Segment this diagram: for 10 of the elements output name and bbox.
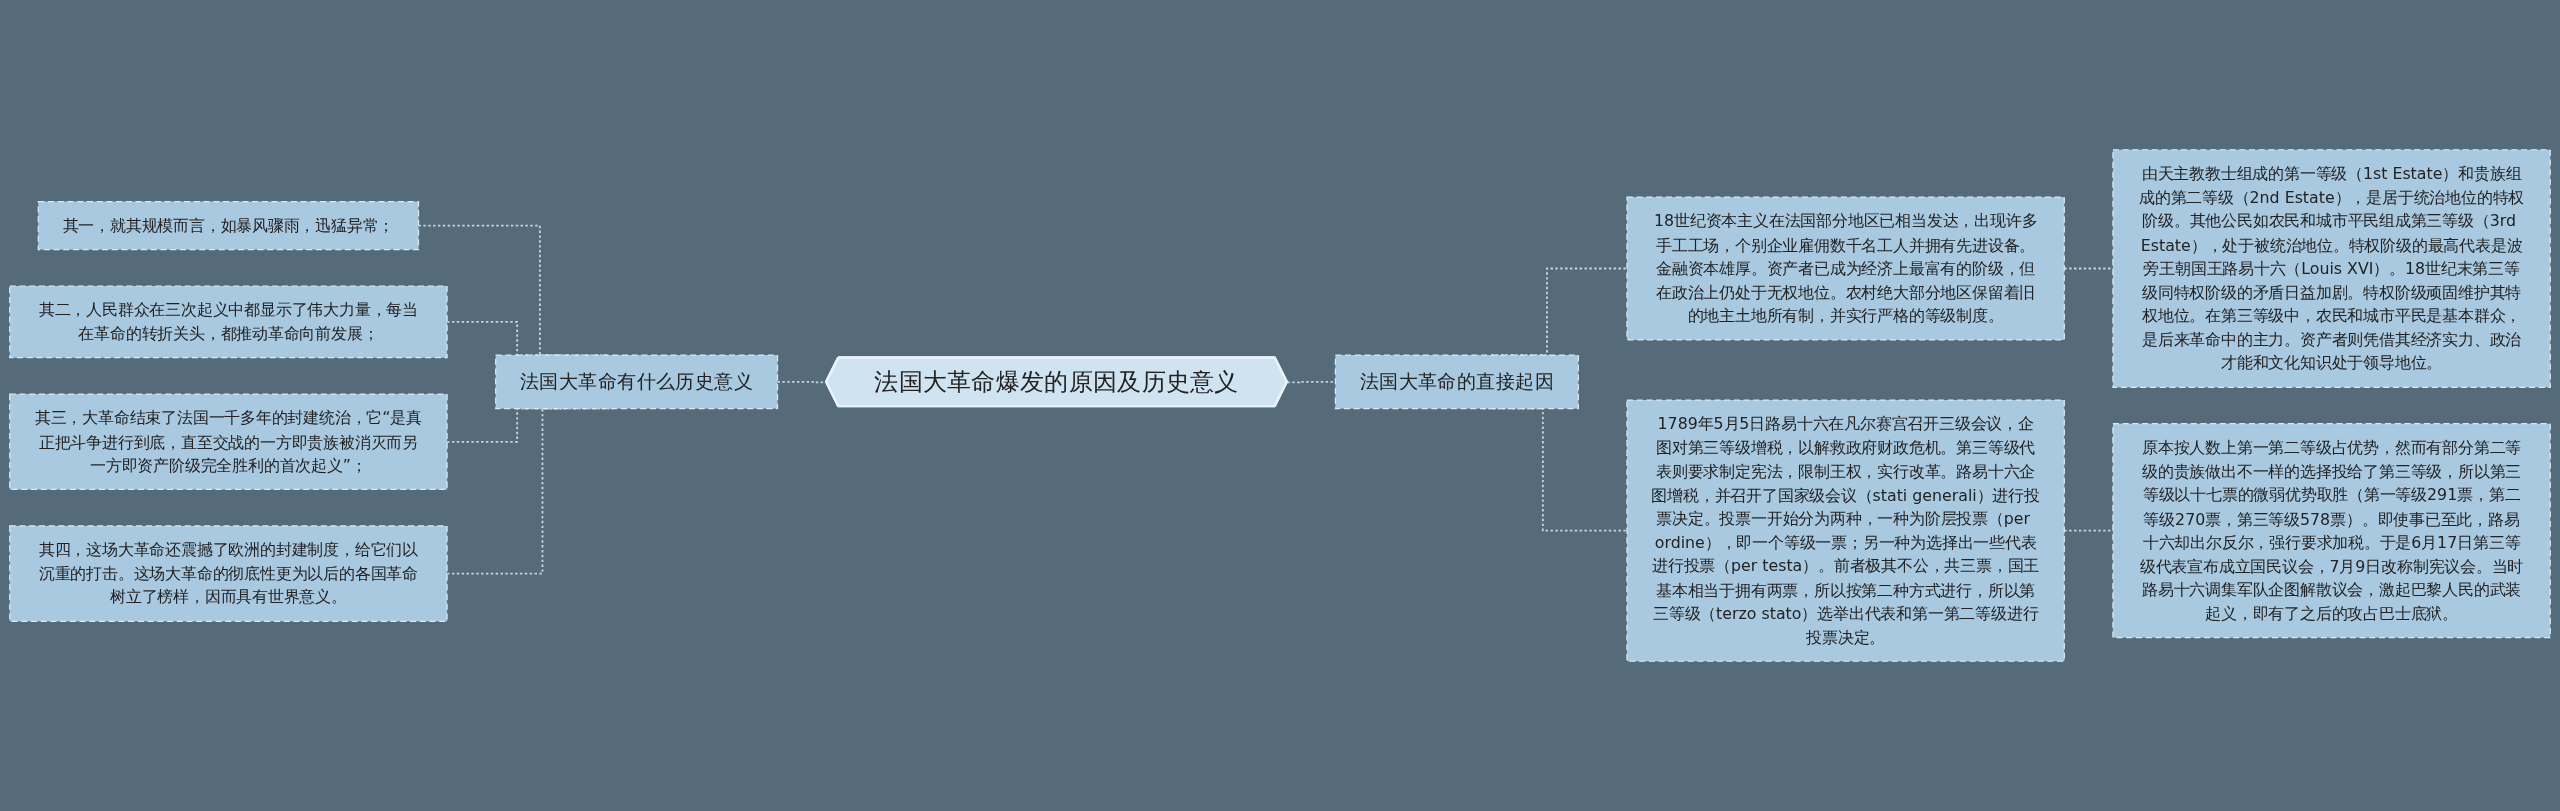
node-box: 法国大革命的直接起因 <box>1334 354 1579 410</box>
node-box: 18世纪资本主义在法国部分地区已相当发达，出现许多手工工场，个别企业雇佣数千名工人并拥有先进设备。金融资本雄厚。资产者已成为经济上最富有的阶级，但在政治上仍处于无权地位。农村绝大部分地区保留着旧的地主土地所有制，并实行严格的等级制度。 <box>1626 196 2065 341</box>
node-box: 由天主教教士组成的第一等级（1st Estate）和贵族组成的第二等级（2nd Estate），是居于统治地位的特权阶级。其他公民如农民和城市平民组成第三等级（3rd Estate），处于被统治地位。特权阶级的最高代表是波旁王朝国王路易十六（Louis XVI）。18世纪末第三等级同特权阶级的矛盾日益加剧。特权阶级顽固维护其特权地位。在第三等级中，农民和城市平民是基本群众，是后来革命中的主力。资产者则凭借其经济实力、政治才能和文化知识处于领导地位。 <box>2112 149 2551 388</box>
node-box: 其四，这场大革命还震撼了欧洲的封建制度，给它们以沉重的打击。这场大革命的彻底性更为以后的各国革命树立了榜样，因而具有世界意义。 <box>9 525 448 622</box>
node-box: 原本按人数上第一第二等级占优势，然而有部分第二等级的贵族做出不一样的选择投给了第三等级，所以第三等级以十七票的微弱优势取胜（第一等级291票，第二等级270票，第三等级578票）。即使事已至此，路易十六却出尔反尔，强行要求加税。于是6月17日第三等级代表宣布成立国民议会，7月9日改称制宪议会。当时路易十六调集军队企图解散议会，激起巴黎人民的武装起义，即有了之后的攻占巴士底狱。 <box>2112 423 2551 639</box>
node-box: 其三，大革命结束了法国一千多年的封建统治，它“是真正把斗争进行到底，直至交战的一方即贵族被消灭而另一方即资产阶级完全胜利的首次起义”； <box>9 393 448 491</box>
node-box: 其一，就其规模而言，如暴风骤雨，迅猛异常； <box>37 200 420 251</box>
node-box: 1789年5月5日路易十六在凡尔赛宫召开三级会议，企图对第三等级增税，以解救政府财政危机。第三等级代表则要求制定宪法，限制王权，实行改革。路易十六企图增税，并召开了国家级会议（stati generali）进行投票决定。投票一开始分为两种，一种为阶层投票（per ordine），即一个等级一票；另一种为选择出一些代表进行投票（per testa）。前者极其不公，共三票，国王基本相当于拥有两票，所以按第二种方式进行，所以第三等级（terzo stato）选举出代表和第一第二等级进行投票决定。 <box>1626 399 2065 662</box>
node-box: 其二，人民群众在三次起义中都显示了伟大力量，每当在革命的转折关头，都推动革命向前发展； <box>9 285 448 359</box>
node-box: 法国大革命有什么历史意义 <box>495 354 779 410</box>
